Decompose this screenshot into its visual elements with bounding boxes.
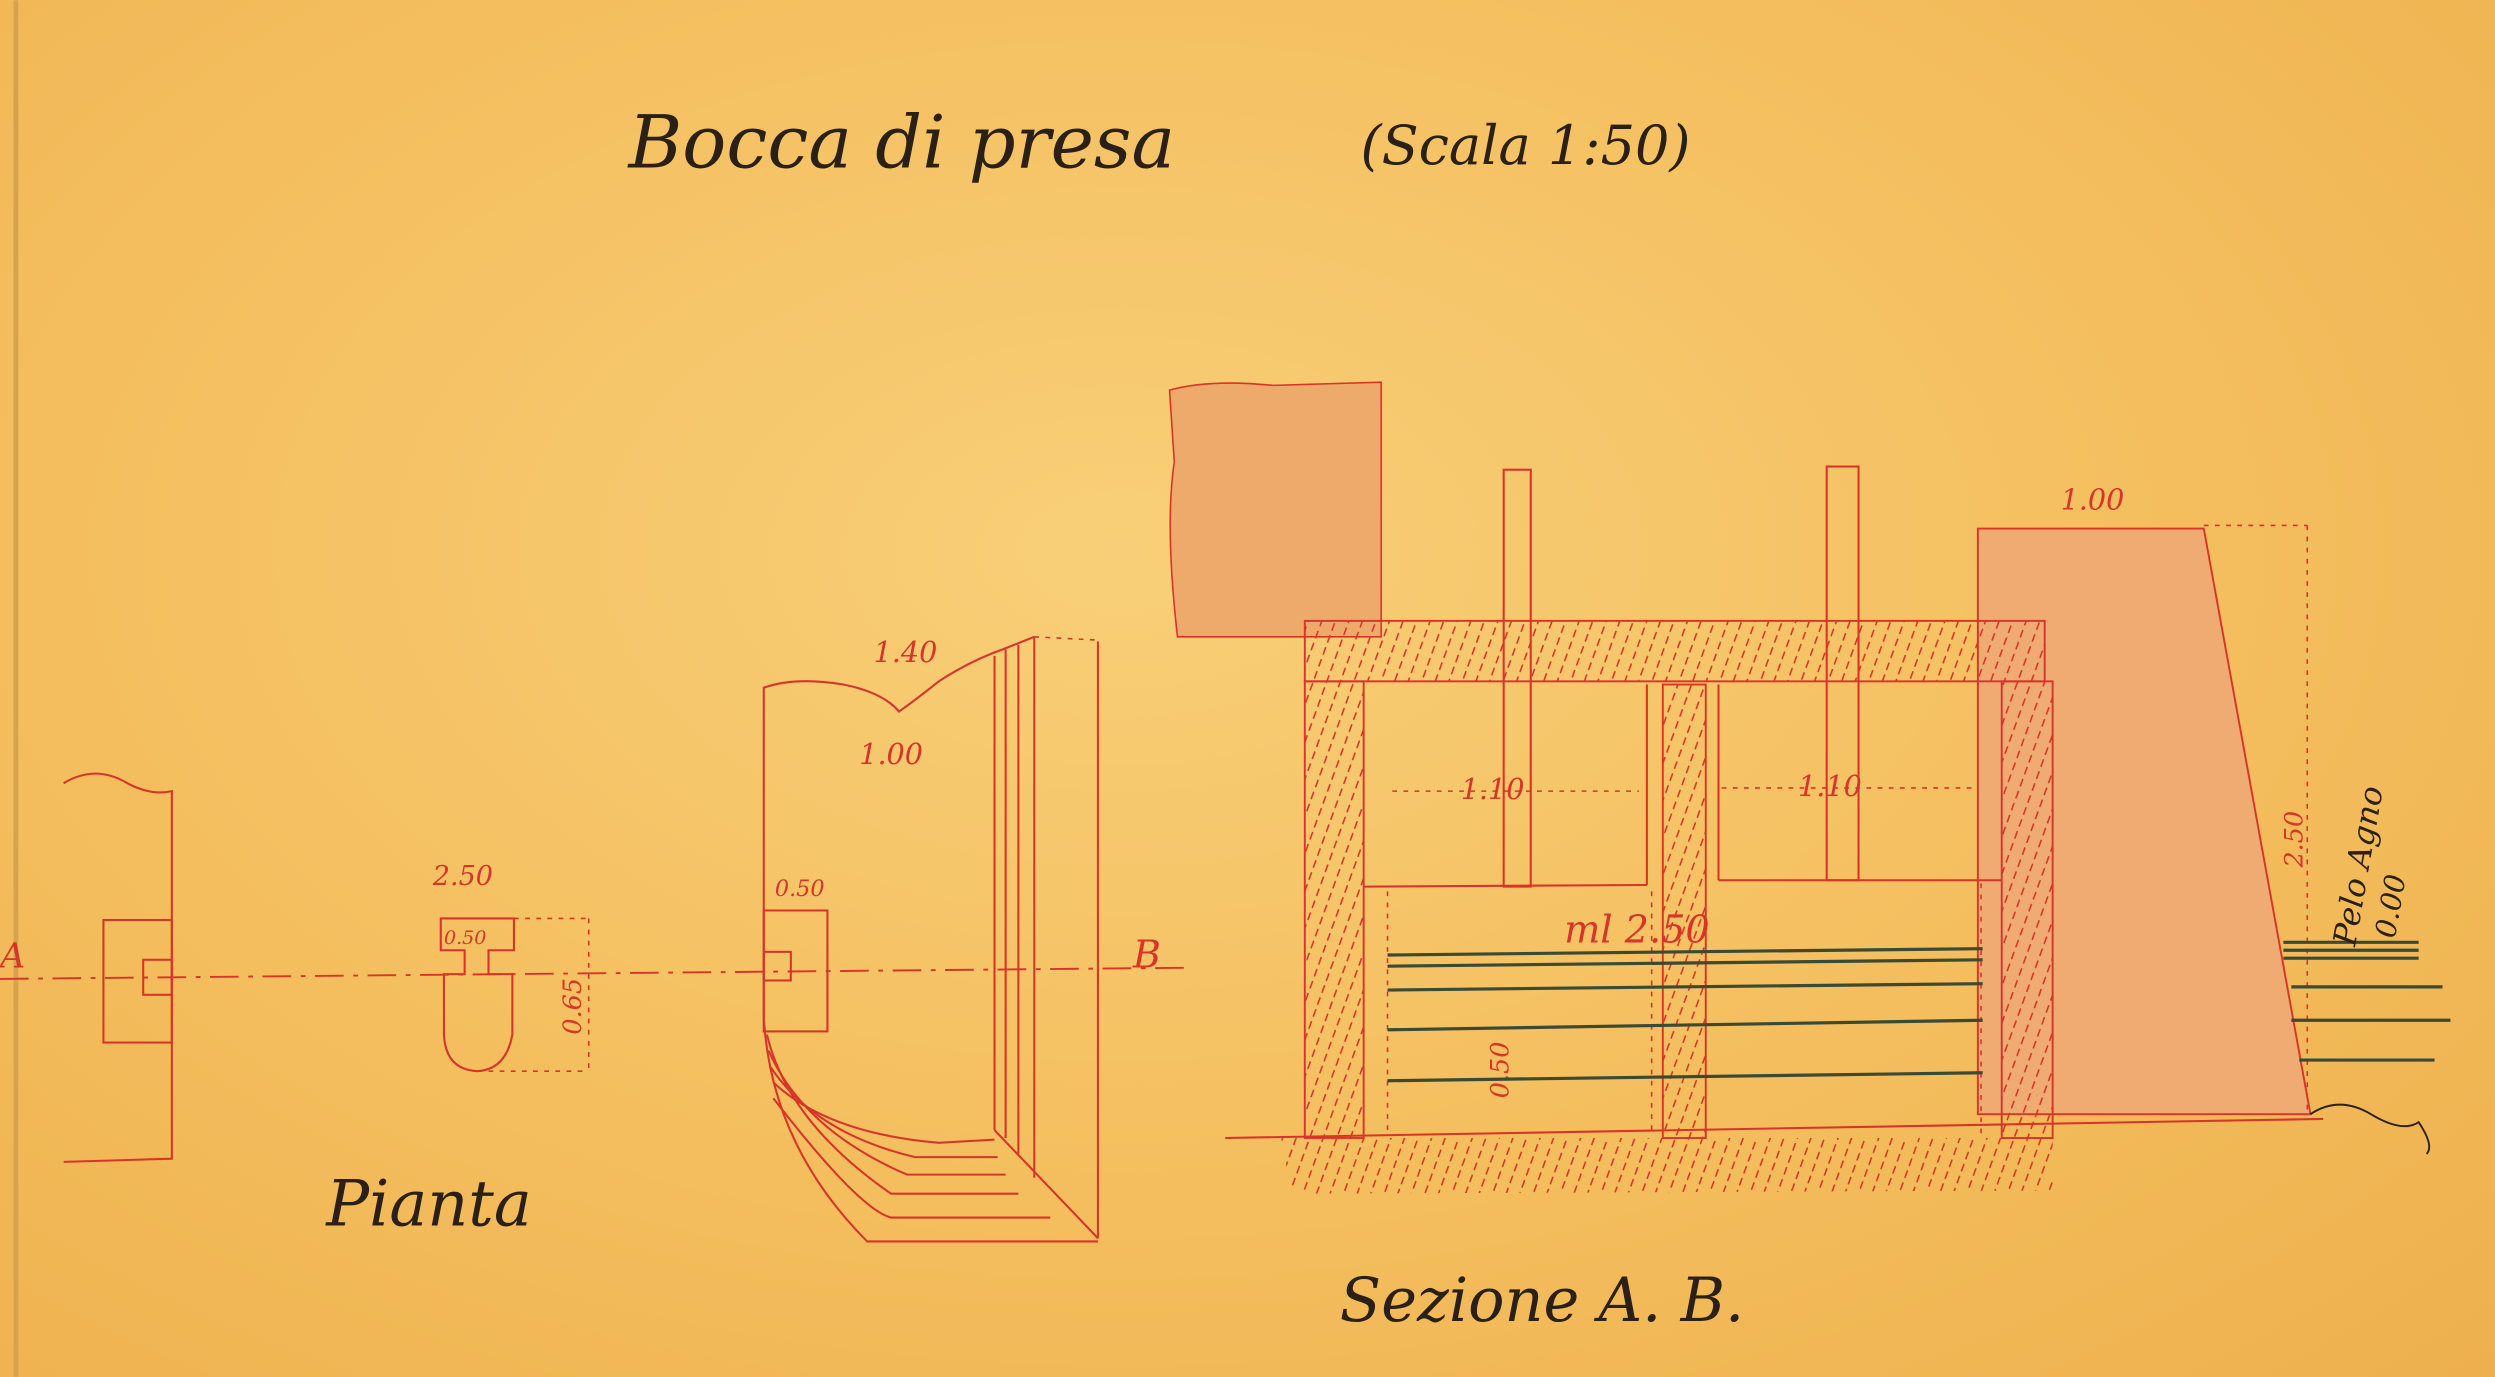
dim-bank-height: 2.50	[2279, 811, 2309, 869]
left-groove	[142, 958, 173, 996]
dim-width-inner: 1.00	[859, 737, 923, 771]
dim-width-top: 1.40	[874, 635, 938, 669]
right-wing-top	[762, 635, 1035, 1019]
drawing-scale: (Scala 1:50)	[1360, 114, 1690, 177]
drawing-title: Bocca di presa	[627, 100, 1176, 185]
dim-bank-top: 1.00	[2061, 482, 2125, 516]
dim-gate-small: 0.50	[444, 926, 486, 949]
dim-bay-right: 1.10	[1798, 769, 1862, 803]
section-label: Sezione A. B.	[1340, 1266, 1744, 1336]
dim-gate-width: 2.50	[432, 861, 493, 892]
dim-opening: 0.50	[775, 876, 825, 902]
back-wall	[1168, 381, 1382, 638]
right-groove	[762, 950, 792, 982]
left-wall-section	[1303, 680, 1365, 1139]
foundation	[1280, 1138, 2053, 1194]
point-a-label: A	[0, 937, 25, 977]
point-b-label: B	[1132, 934, 1161, 978]
dim-water-depth: 0.50	[1485, 1042, 1515, 1099]
gate-bottom-left	[1363, 883, 1647, 888]
section-line-ab	[0, 966, 1186, 980]
plan-label: Pianta	[325, 1168, 532, 1242]
top-slab	[1303, 619, 2046, 683]
plan-view: A B 2.50 0.50 0.65 1.40 1.00 0.50	[0, 635, 1186, 1243]
right-wall-section	[2000, 680, 2054, 1139]
dim-bay-left: 1.10	[1461, 772, 1525, 806]
left-pier	[102, 918, 173, 1044]
dim-gate-depth: 0.65	[558, 978, 588, 1035]
left-bank-wall	[63, 772, 173, 1163]
water-lines	[1387, 940, 2451, 1083]
ground-line	[1225, 1117, 2324, 1140]
section-view: 1.00 2.50 1.10 1.10 ml 2.50 0.50	[1168, 381, 2451, 1336]
dim-total-width: ml 2.50	[1564, 908, 1710, 952]
water-level-value: 0.00	[2368, 872, 2413, 941]
riverbed-sketch	[2309, 1103, 2431, 1155]
